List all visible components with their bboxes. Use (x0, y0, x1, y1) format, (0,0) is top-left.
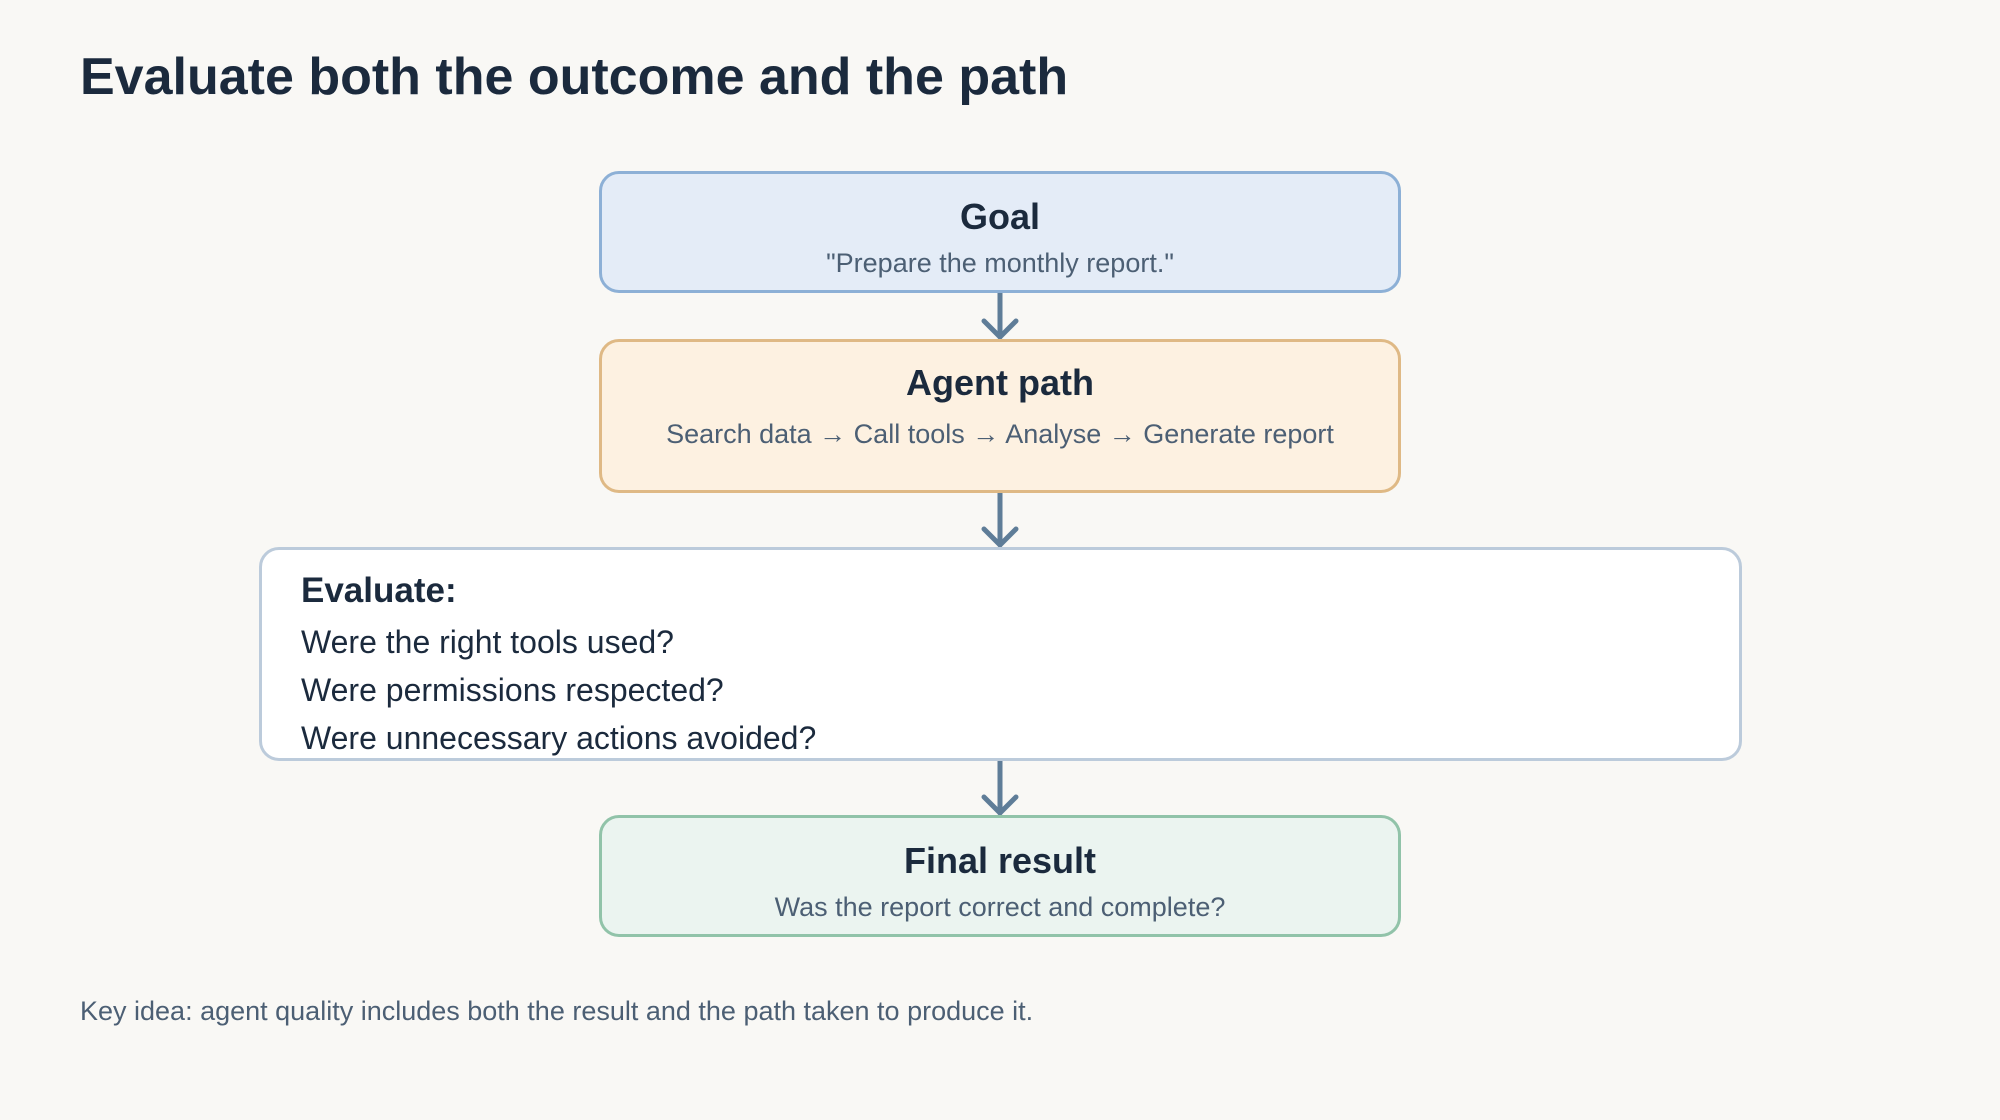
agent-path-box: Agent path Search data → Call tools → An… (599, 339, 1401, 493)
final-result-text: Was the report correct and complete? (774, 892, 1226, 922)
evaluate-question: Were permissions respected? (301, 672, 724, 708)
goal-box: Goal "Prepare the monthly report." (599, 171, 1401, 293)
evaluate-question: Were unnecessary actions avoided? (301, 720, 817, 756)
goal-text: "Prepare the monthly report." (826, 248, 1174, 278)
evaluate-box: Evaluate: Were the right tools used? Wer… (259, 547, 1742, 761)
evaluate-question: Were the right tools used? (301, 624, 674, 660)
agent-path-steps: Search data → Call tools → Analyse → Gen… (666, 419, 1334, 449)
evaluate-heading: Evaluate: (301, 571, 457, 610)
final-result-heading: Final result (903, 840, 1097, 881)
arrow-goal-to-path (981, 290, 1019, 340)
goal-heading: Goal (959, 196, 1040, 237)
arrow-evaluate-to-result (981, 758, 1019, 816)
key-idea-note: Key idea: agent quality includes both th… (80, 996, 1034, 1026)
agent-path-heading: Agent path (906, 362, 1094, 403)
evaluate-question-list: Were the right tools used? Were permissi… (301, 618, 816, 762)
final-result-box: Final result Was the report correct and … (599, 815, 1401, 937)
arrow-path-to-evaluate (981, 490, 1019, 548)
page-title: Evaluate both the outcome and the path (80, 48, 1069, 106)
